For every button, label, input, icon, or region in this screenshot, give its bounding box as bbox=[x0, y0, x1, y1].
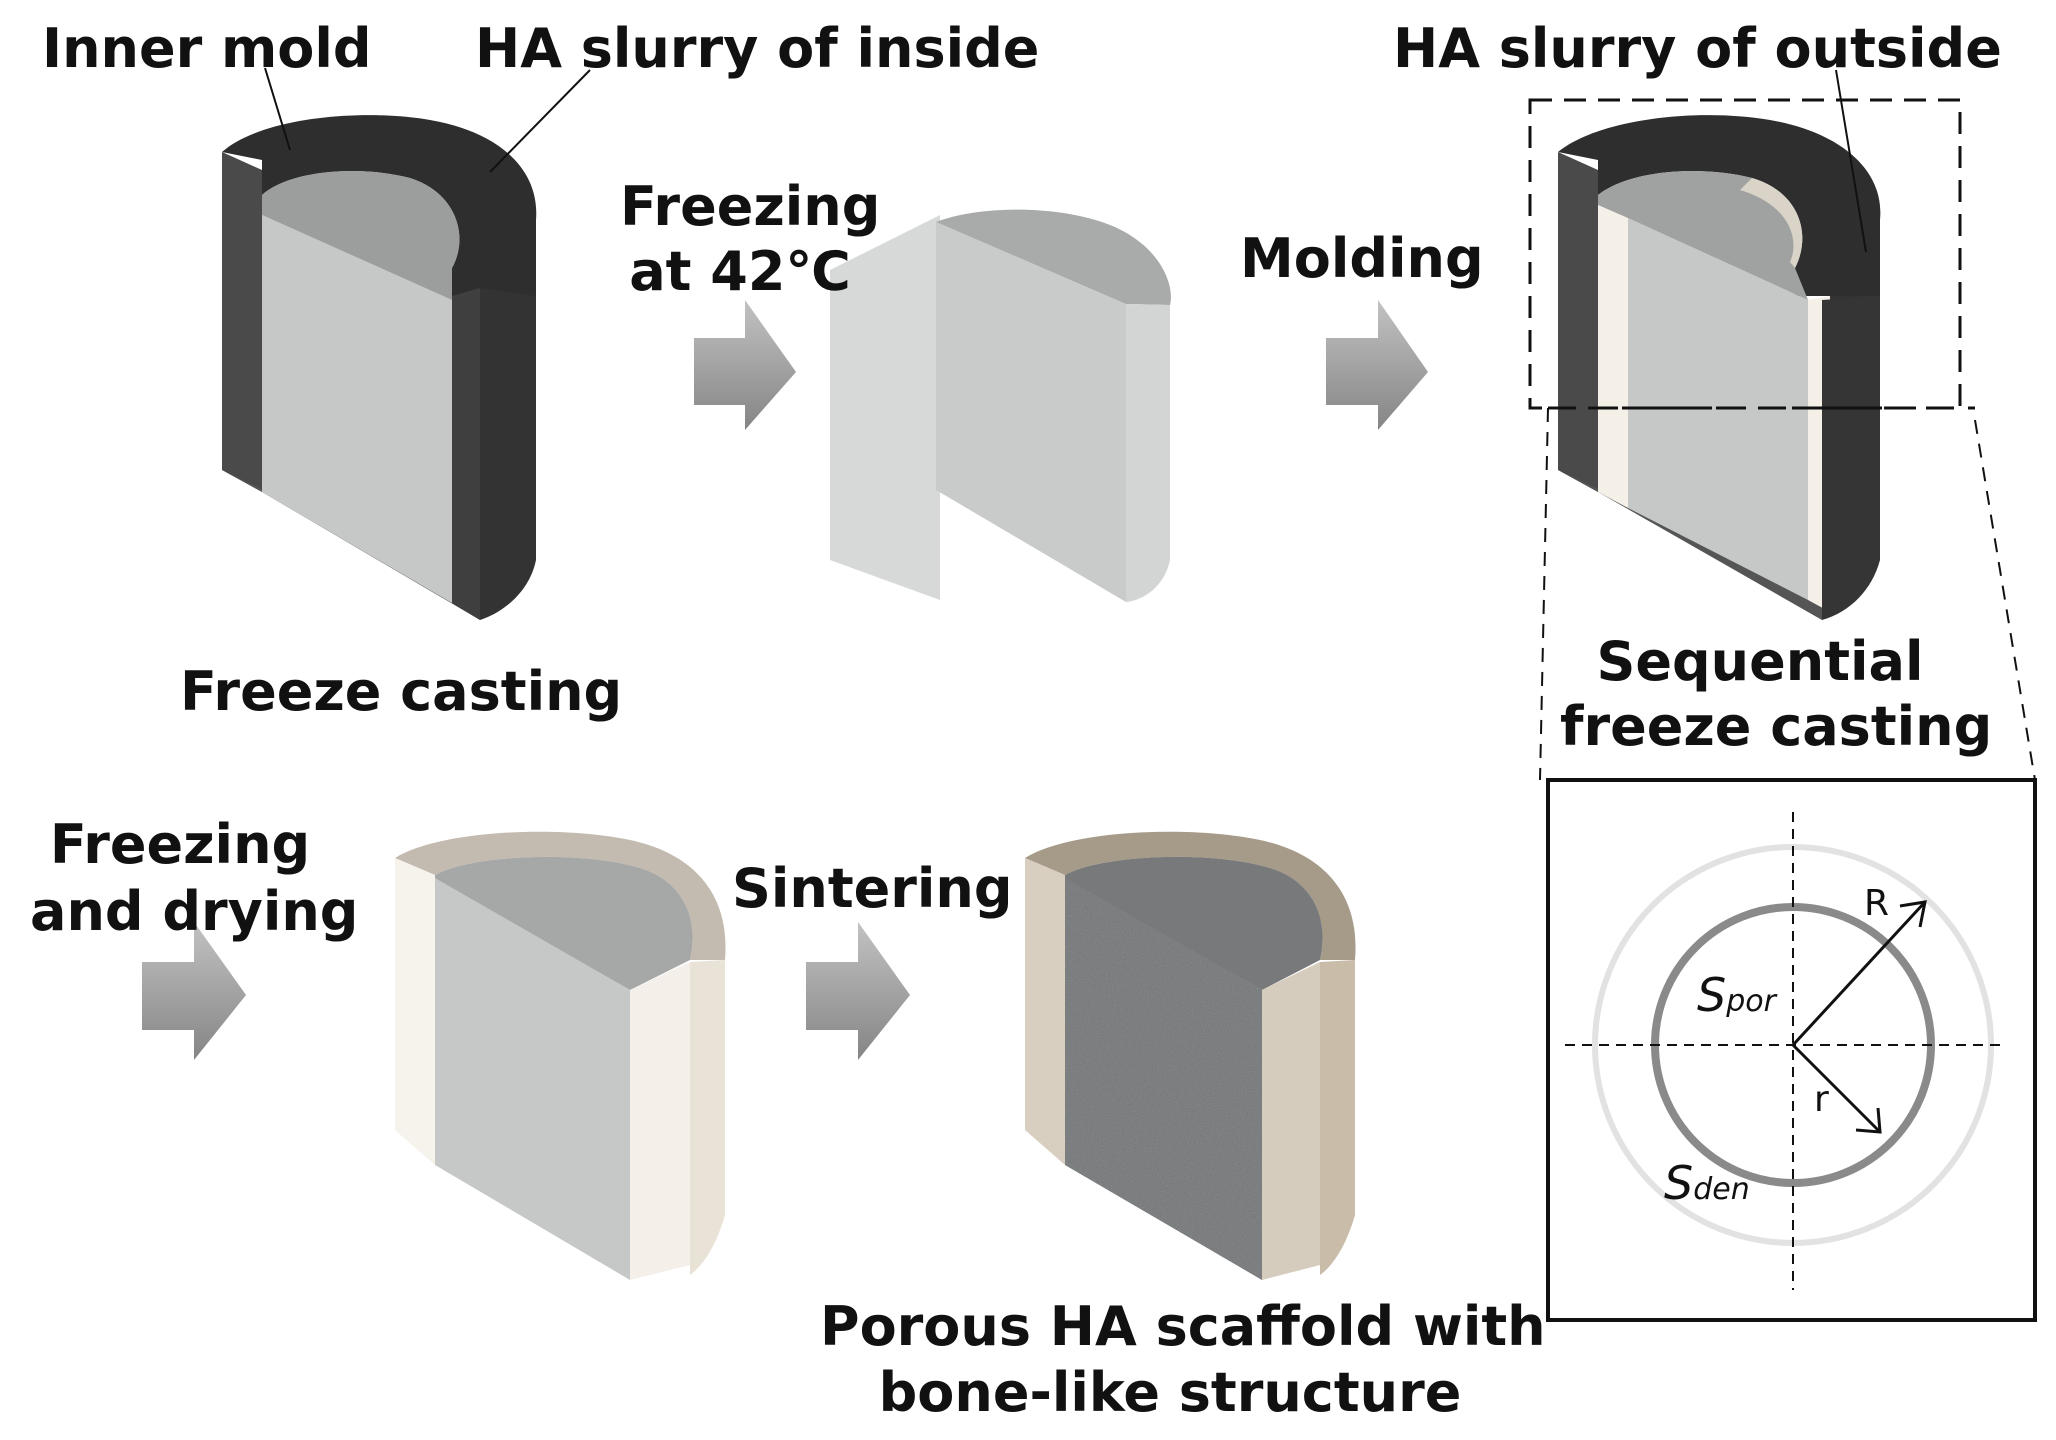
label-porous-line1: Porous HA scaffold with bbox=[820, 1295, 1546, 1358]
label-ha-slurry-outside: HA slurry of outside bbox=[1393, 17, 2002, 80]
label-big-r: R bbox=[1864, 883, 1890, 924]
leader-slurry-inside bbox=[489, 69, 591, 173]
label-freezing-line1: Freezing bbox=[620, 175, 881, 238]
label-freezing-line2: at 42℃ bbox=[629, 240, 851, 303]
dashed-focus-box bbox=[1528, 98, 1962, 410]
label-molding: Molding bbox=[1240, 227, 1484, 290]
leader-inner-mold bbox=[264, 67, 291, 151]
label-sintering: Sintering bbox=[732, 857, 1013, 920]
arrow-freezing-drying bbox=[142, 922, 246, 1060]
frozen-half-cylinder bbox=[830, 215, 940, 600]
label-ha-slurry-inside: HA slurry of inside bbox=[475, 17, 1040, 80]
arrow-sintering bbox=[806, 922, 910, 1060]
arrow-molding bbox=[1326, 300, 1428, 430]
cross-section-inset bbox=[1546, 778, 2037, 1322]
label-sequential-line1: Sequential bbox=[1596, 630, 1924, 693]
label-porous-line2: bone-like structure bbox=[878, 1361, 1462, 1424]
freeze-casting-mold bbox=[222, 115, 537, 620]
label-freeze-casting: Freeze casting bbox=[180, 660, 623, 723]
arrow-freezing bbox=[694, 300, 796, 430]
big-r-arrow bbox=[1791, 900, 1927, 1047]
label-freezing-drying-line1: Freezing bbox=[49, 813, 311, 876]
label-sequential-line2: freeze casting bbox=[1560, 695, 1993, 758]
dried-scaffold bbox=[395, 831, 726, 1280]
zoom-line-left bbox=[1539, 407, 1549, 781]
label-small-r: r bbox=[1814, 1079, 1829, 1120]
leader-slurry-outside bbox=[1835, 69, 1867, 253]
sequential-mold bbox=[1558, 115, 1881, 620]
small-r-arrow bbox=[1791, 1043, 1882, 1134]
label-freezing-drying-line2: and drying bbox=[30, 880, 359, 943]
label-s-por: Spor bbox=[1697, 968, 1776, 1022]
frozen-half-cylinder-solid bbox=[936, 209, 1171, 602]
zoom-line-right bbox=[1974, 419, 2036, 781]
label-s-den: Sden bbox=[1664, 1156, 1750, 1210]
label-inner-mold: Inner mold bbox=[42, 17, 372, 80]
sintered-scaffold bbox=[1025, 831, 1356, 1280]
